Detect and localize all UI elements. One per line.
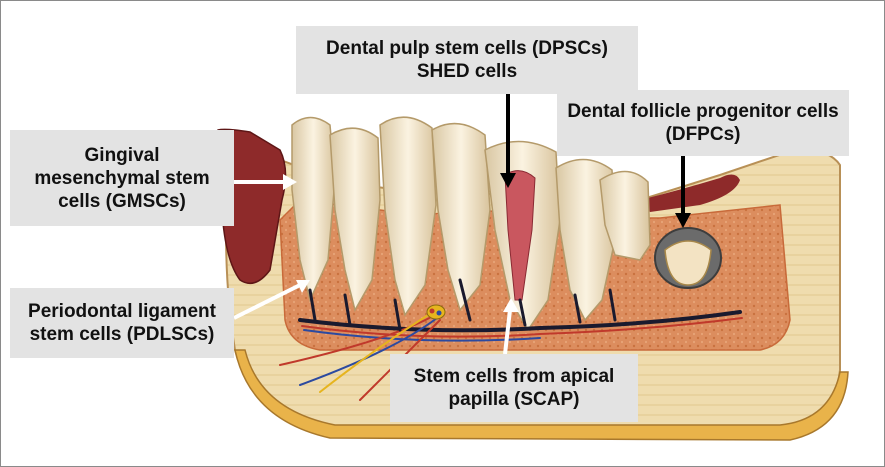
label-gmsc-line3: cells (GMSCs) [58, 190, 186, 213]
label-gmsc-line1: Gingival [85, 144, 160, 167]
label-dpsc-line1: Dental pulp stem cells (DPSCs) [326, 37, 608, 60]
label-gmsc: Gingival mesenchymal stem cells (GMSCs) [10, 130, 234, 226]
label-scap-line2: papilla (SCAP) [449, 388, 580, 411]
label-pdlsc-line1: Periodontal ligament [28, 300, 216, 323]
label-dfpc-line1: Dental follicle progenitor cells [567, 100, 838, 123]
label-dfpc: Dental follicle progenitor cells (DFPCs) [557, 90, 849, 156]
label-pdlsc: Periodontal ligament stem cells (PDLSCs) [10, 288, 234, 358]
label-dpsc: Dental pulp stem cells (DPSCs) SHED cell… [296, 26, 638, 94]
label-dfpc-line2: (DFPCs) [666, 123, 741, 146]
label-pdlsc-line2: stem cells (PDLSCs) [30, 323, 215, 346]
label-dpsc-line2: SHED cells [417, 60, 517, 83]
tooth-follicle [655, 228, 721, 288]
label-scap: Stem cells from apical papilla (SCAP) [390, 354, 638, 422]
label-scap-line1: Stem cells from apical [414, 365, 615, 388]
nerve-cut-end [427, 305, 445, 319]
label-gmsc-line2: mesenchymal stem [34, 167, 209, 190]
